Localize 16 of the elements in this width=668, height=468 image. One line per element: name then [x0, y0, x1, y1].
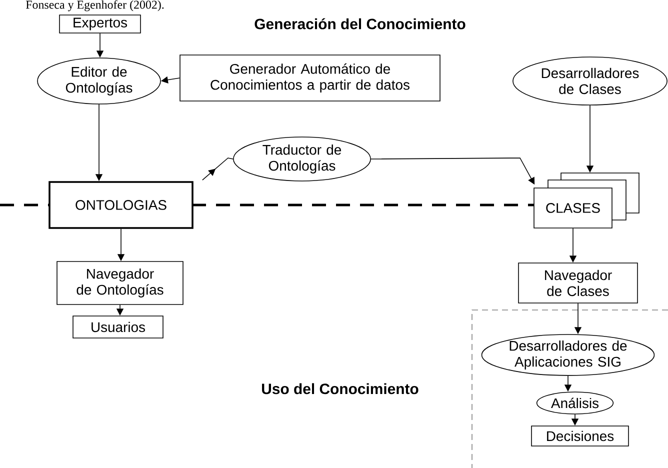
process-box: Expertos: [59, 14, 141, 34]
process-box: ONTOLOGIAS: [48, 181, 194, 229]
ellipse-node: Desarrolladores de Aplicaciones SIG: [481, 334, 655, 376]
stacked-box: CLASES: [534, 172, 640, 228]
heading: Generación del Conocimiento: [254, 18, 466, 30]
process-box: Usuarios: [72, 316, 164, 338]
process-box: Decisiones: [531, 426, 629, 446]
ellipse-node: Traductor de Ontologías: [233, 136, 371, 182]
ellipse-node: Desarrolladores de Clases: [512, 56, 668, 106]
process-box: Navegador de Ontologías: [56, 261, 184, 305]
process-box: Generador Automático de Conocimientos a partir de datos: [180, 54, 440, 102]
arrow: [202, 158, 234, 180]
ellipse-node: Editor de Ontologías: [37, 58, 161, 104]
heading: Uso del Conocimiento: [262, 383, 418, 394]
ellipse-node: Análisis: [536, 392, 614, 414]
process-box: Navegador de Clases: [518, 262, 638, 304]
